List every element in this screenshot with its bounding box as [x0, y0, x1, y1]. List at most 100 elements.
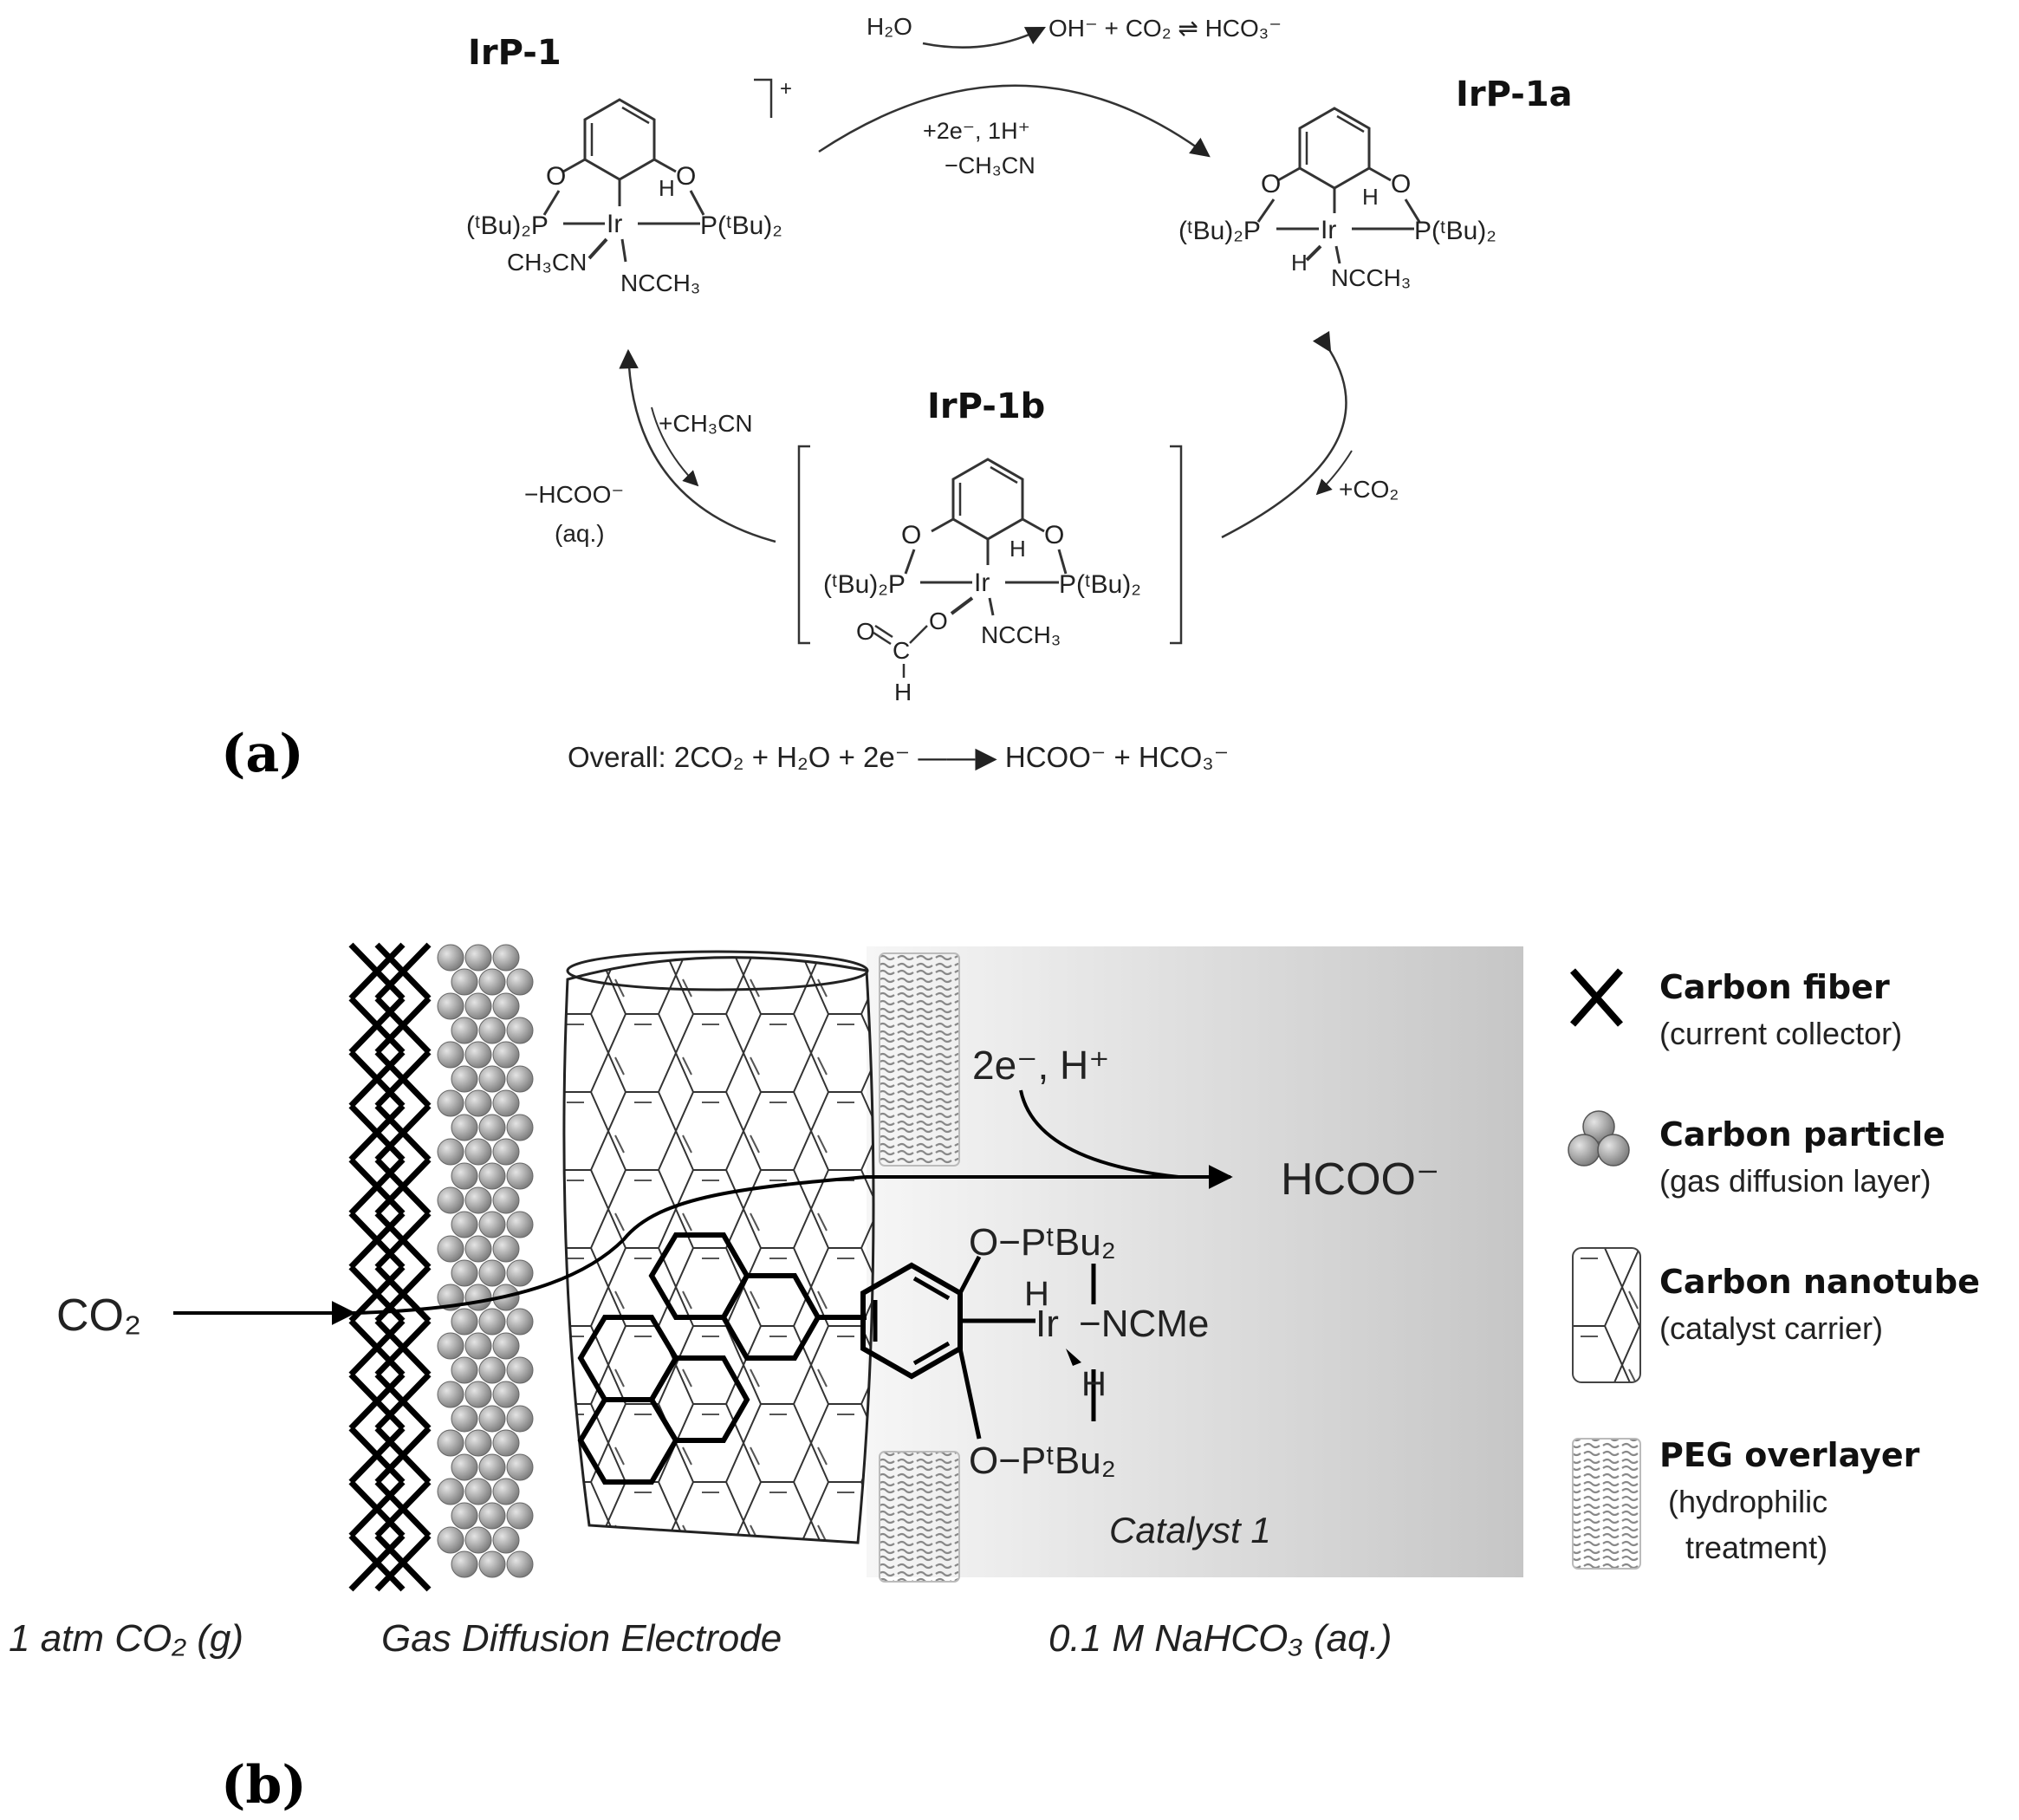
- carbon-particle: [451, 1550, 478, 1578]
- carbon-particle: [437, 1478, 464, 1505]
- legend-desc: (current collector): [1659, 1016, 1902, 1051]
- irp1a-ir: Ir: [1321, 216, 1336, 244]
- carbon-fiber-strand: [374, 1103, 432, 1162]
- carbon-particle: [464, 1332, 492, 1360]
- panel-b-label: (b): [221, 1755, 307, 1816]
- carbon-particle: [478, 1017, 506, 1044]
- legend-desc: (catalyst carrier): [1659, 1310, 1883, 1346]
- panel-a-label: (a): [221, 724, 304, 784]
- carbon-particle: [478, 1114, 506, 1141]
- carbon-particle: [437, 1138, 464, 1166]
- irp1a-o-left: O: [1261, 170, 1281, 198]
- irp1b-structure: IrP-1b O O H (ᵗBu)₂P Ir P(ᵗBu)₂ O NCCH₃ …: [797, 387, 1183, 705]
- carbon-particle: [492, 1381, 520, 1408]
- legend-desc: (hydrophilic: [1668, 1484, 1827, 1519]
- carbon-particle: [437, 1429, 464, 1457]
- gas-label: 1 atm CO₂ (g): [9, 1617, 243, 1660]
- carbon-particle: [451, 1259, 478, 1287]
- carbon-particle: [506, 1065, 534, 1093]
- carbon-fiber-strand: [348, 1426, 406, 1485]
- carbon-fiber-strand: [374, 1157, 432, 1216]
- irp1b-ir: Ir: [974, 569, 990, 597]
- irp1-label: IrP-1: [468, 33, 562, 73]
- legend-item-carbon-fiber: Carbon fiber (current collector): [1570, 968, 1902, 1051]
- solution-region: [867, 946, 1523, 1577]
- carbon-particle: [478, 1453, 506, 1481]
- carbon-particle: [492, 1089, 520, 1117]
- carbon-particle: [437, 944, 464, 972]
- carbon-particle: [506, 1211, 534, 1238]
- ncme-ligand: −NCMe: [1079, 1303, 1209, 1345]
- carbon-particle: [464, 1186, 492, 1214]
- carbon-fiber-strand: [374, 1479, 432, 1538]
- carbon-particle: [451, 1405, 478, 1433]
- irp1-ch3cn: CH₃CN: [507, 249, 587, 276]
- carbon-particle: [506, 1405, 534, 1433]
- carbon-particle: [464, 1429, 492, 1457]
- carbon-particle: [478, 1259, 506, 1287]
- carbon-particle: [451, 1211, 478, 1238]
- irp1b-p-right: P(ᵗBu)₂: [1059, 570, 1141, 599]
- carbon-particle: [492, 944, 520, 972]
- carbon-fiber-strand: [348, 1318, 406, 1377]
- carbon-particle: [464, 1284, 492, 1311]
- carbon-particle: [478, 1211, 506, 1238]
- top-products: OH⁻ + CO₂ ⇌ HCO₃⁻: [1048, 15, 1282, 42]
- carbon-particle: [464, 944, 492, 972]
- carbon-particle: [451, 1065, 478, 1093]
- ligand-top: O−PᵗBu₂: [969, 1221, 1116, 1264]
- legend-item-carbon-particle: Carbon particle (gas diffusion layer): [1568, 1110, 1945, 1199]
- irp1b-ncch3: NCCH₃: [981, 621, 1061, 648]
- top-reactant: H₂O: [867, 13, 912, 40]
- irp1b-p-left: (ᵗBu)₂P: [823, 570, 906, 599]
- carbon-particle: [464, 992, 492, 1020]
- legend-desc-2: treatment): [1685, 1530, 1827, 1565]
- peg-overlayer-top: [879, 952, 960, 1167]
- catalyst-1-structure: O−PᵗBu₂ O−PᵗBu₂ Ir −NCMe H H Catalyst 1: [860, 1221, 1271, 1550]
- carbon-particle: [464, 1381, 492, 1408]
- irp1b-o-carbonyl: O: [856, 618, 875, 645]
- panel-b: O−PᵗBu₂ O−PᵗBu₂ Ir −NCMe H H Catalyst 1 …: [9, 942, 1980, 1816]
- carbon-fiber-strand: [348, 996, 406, 1055]
- irp1b-label: IrP-1b: [927, 387, 1045, 426]
- irp1-o-right: O: [676, 162, 696, 191]
- carbon-particle: [464, 1235, 492, 1263]
- irp1-structure: IrP-1 O O H (ᵗBu)₂P Ir P(ᵗBu)₂ CH₃CN NCC…: [466, 33, 792, 296]
- carbon-particle: [506, 1550, 534, 1578]
- carbon-fiber-strand: [348, 1211, 406, 1270]
- carbon-fiber-strand: [348, 1372, 406, 1431]
- carbon-particle: [492, 1526, 520, 1554]
- arc-right-arrow: [1221, 330, 1347, 539]
- carbon-particle: [478, 1502, 506, 1530]
- top-condition-2: −CH₃CN: [945, 153, 1035, 179]
- irp1-charge: +: [780, 77, 792, 101]
- carbon-fiber-strand: [374, 1426, 432, 1485]
- carbon-particle: [492, 1478, 520, 1505]
- carbon-particle: [451, 1114, 478, 1141]
- carbon-particle: [437, 1186, 464, 1214]
- carbon-particle: [437, 992, 464, 1020]
- irp1b-h-formate: H: [894, 679, 912, 705]
- legend-title: Carbon fiber: [1659, 968, 1890, 1006]
- carbon-particle: [464, 1138, 492, 1166]
- carbon-particle: [492, 1138, 520, 1166]
- legend-item-peg-overlayer: PEG overlayer (hydrophilic treatment): [1572, 1436, 1920, 1570]
- irp1-p-right: P(ᵗBu)₂: [700, 211, 782, 240]
- carbon-particle: [492, 1332, 520, 1360]
- electron-arrow: [1019, 1089, 1179, 1179]
- carbon-particle: [492, 1235, 520, 1263]
- legend-title: Carbon particle: [1659, 1115, 1945, 1154]
- carbon-particle: [437, 1381, 464, 1408]
- arc-left-arrow: [619, 348, 776, 543]
- legend-desc: (gas diffusion layer): [1659, 1163, 1931, 1199]
- water-arrow: [922, 26, 1047, 49]
- ir-center: Ir: [1035, 1303, 1059, 1345]
- right-equilibrium-half: [1315, 450, 1353, 496]
- irp1a-h-bottom: H: [1291, 250, 1308, 276]
- carbon-particle: [464, 1478, 492, 1505]
- irp1b-h: H: [1009, 536, 1026, 562]
- left-condition-in: +CH₃CN: [659, 410, 753, 437]
- irp1a-h-top: H: [1362, 184, 1379, 210]
- carbon-particle: [506, 1259, 534, 1287]
- co2-diffusion-path: [353, 1165, 1233, 1315]
